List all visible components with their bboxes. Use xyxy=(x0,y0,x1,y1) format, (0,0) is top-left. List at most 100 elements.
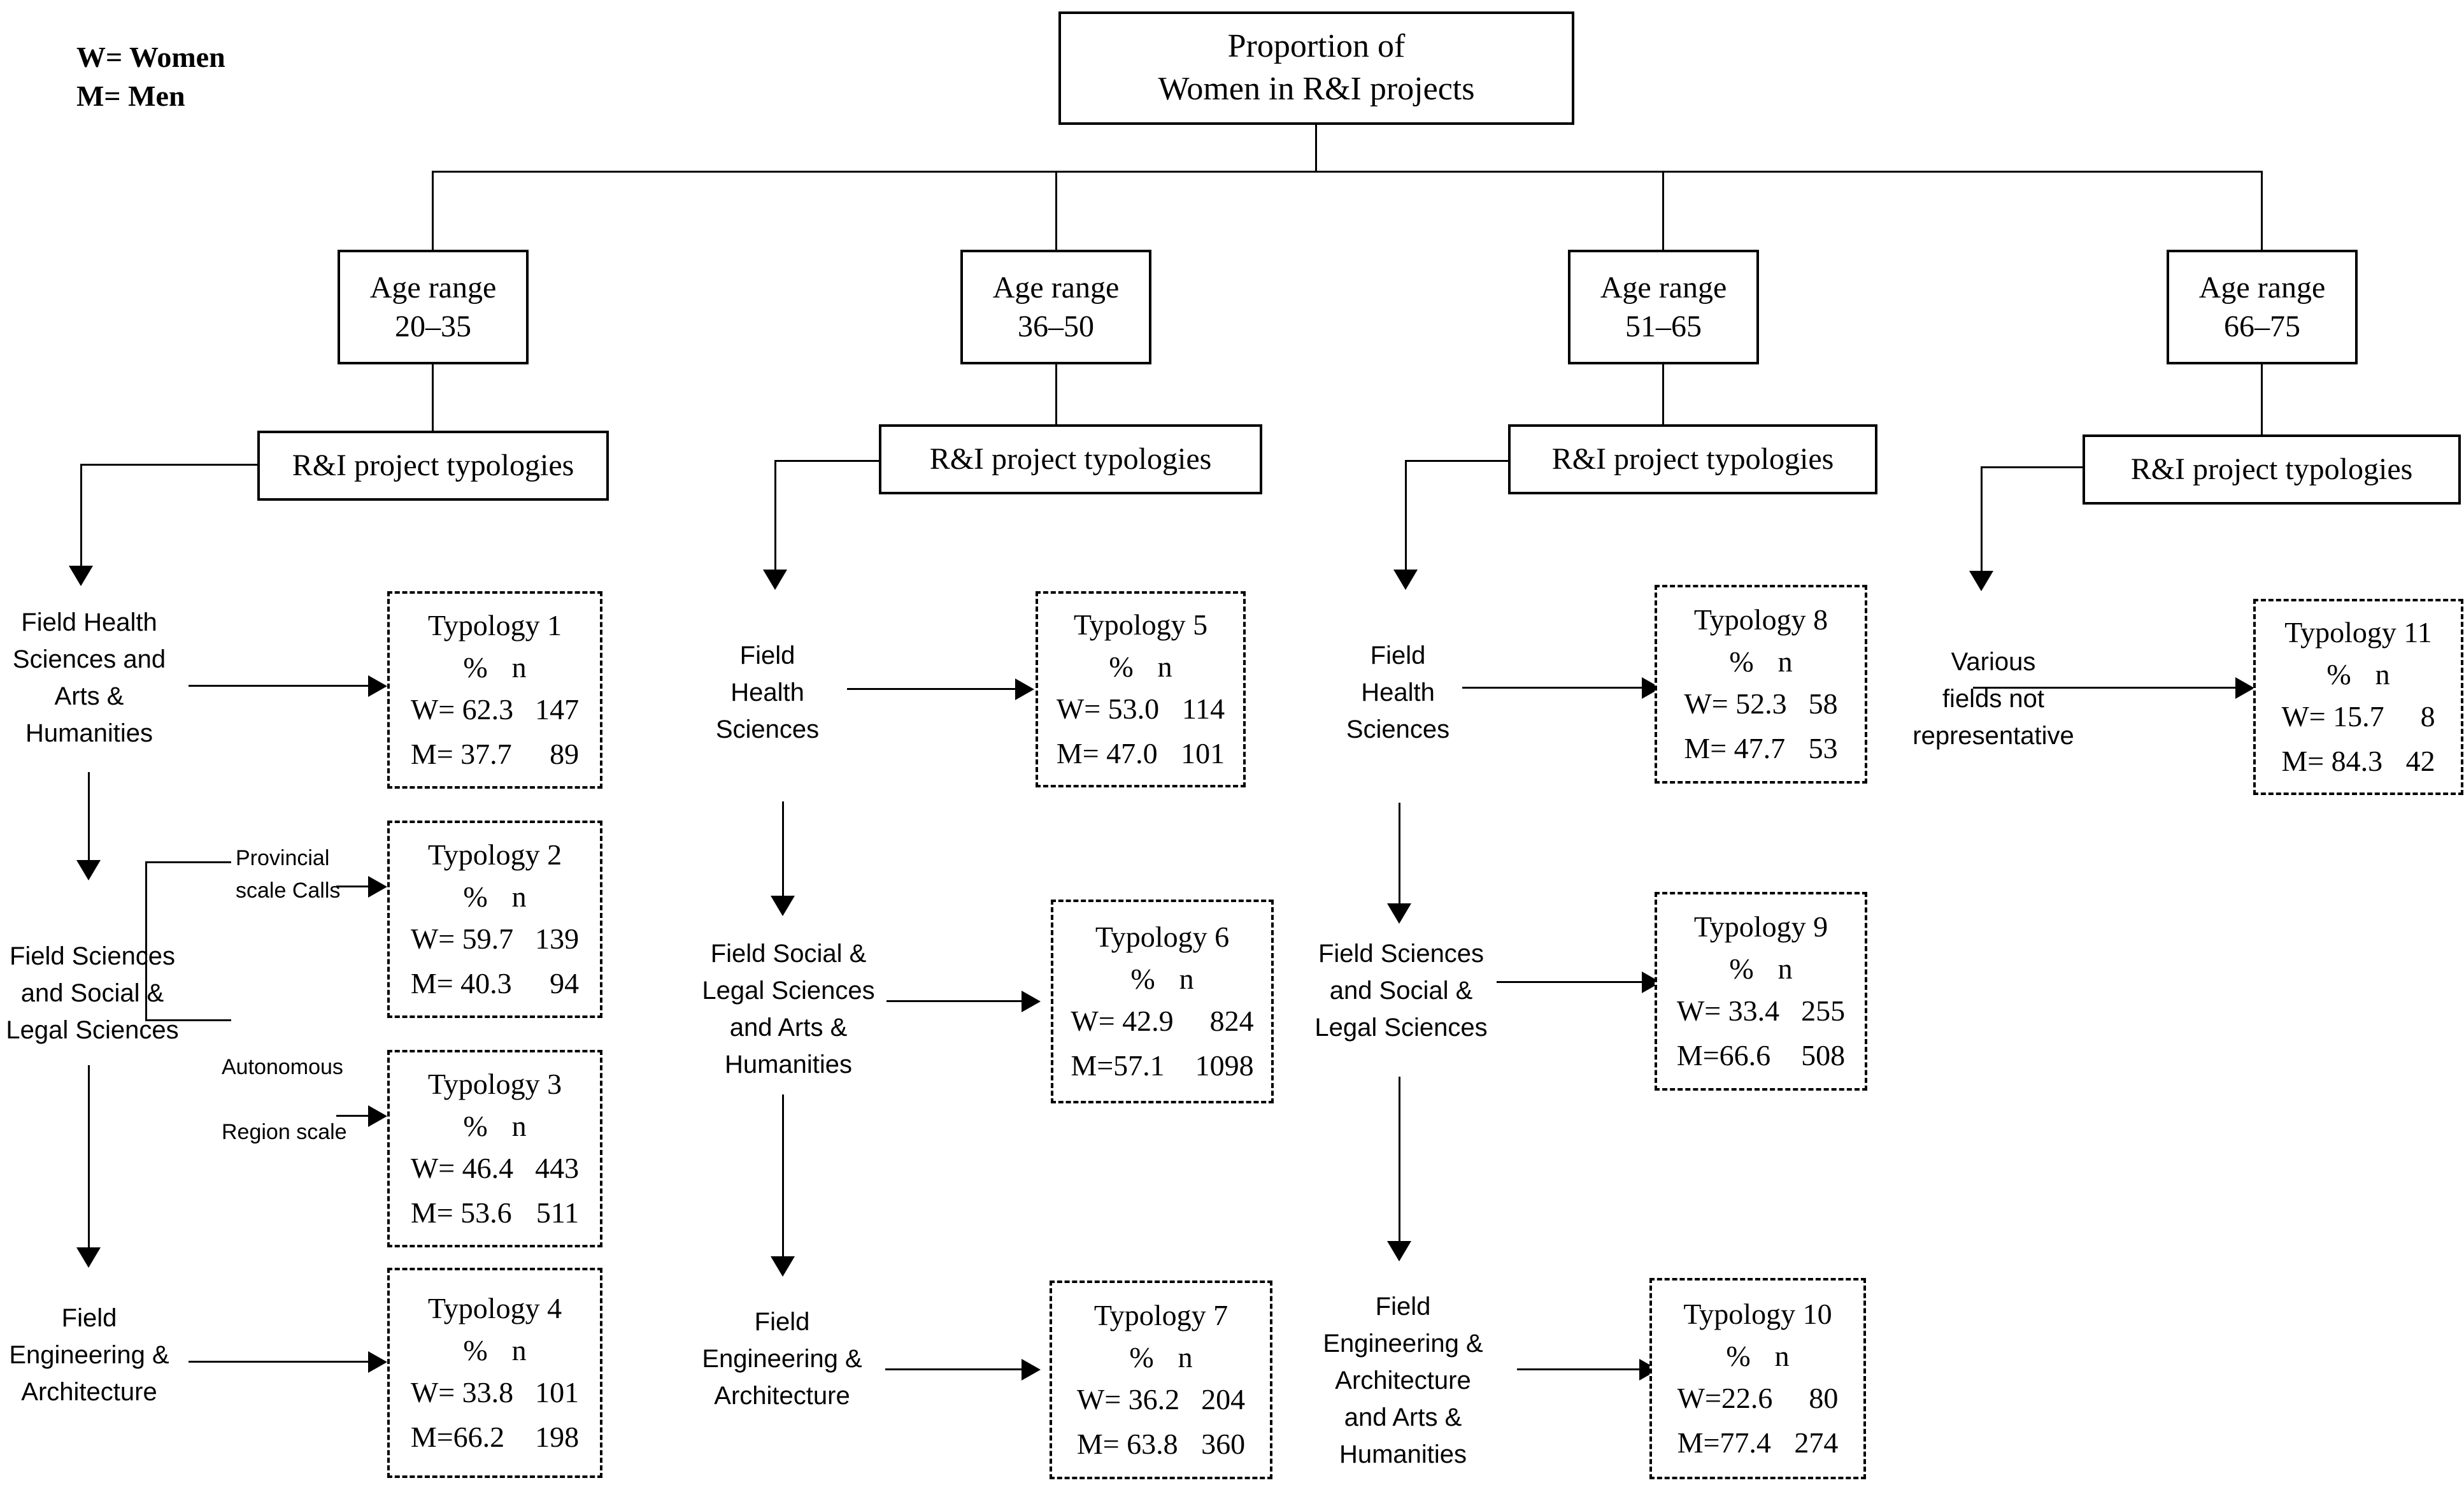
typology-header-n-10: n xyxy=(1774,1340,1790,1373)
arrow-line-c2-t6 xyxy=(887,1000,1028,1002)
arrow-head-c2-t6 xyxy=(1022,991,1041,1012)
typologies-arrow-down-3 xyxy=(1393,570,1418,590)
typology-men-3: M= 53.6 xyxy=(410,1196,512,1229)
field-label-c1-f1: Field Health Sciences and Arts & Humanit… xyxy=(12,608,166,747)
typologies-arrow-down-2 xyxy=(763,570,787,590)
root-stem-line xyxy=(1315,125,1317,172)
typologies-label-1: R&I project typologies xyxy=(292,448,574,483)
arrow-line-c1-t3 xyxy=(336,1115,374,1117)
typology-header-n-8: n xyxy=(1777,645,1793,678)
root-title-box: Proportion of Women in R&I projects xyxy=(1058,11,1574,125)
typology-header-n-9: n xyxy=(1777,952,1793,986)
typology-name-6: Typology 6 xyxy=(1095,921,1230,954)
field-connector-arrow-c1-1 xyxy=(76,860,101,880)
typology-box-3: Typology 3 % n W= 46.4 443 M= 53.6 511 xyxy=(387,1050,602,1247)
typologies-elbow-h-3 xyxy=(1405,460,1509,462)
typology-box-9: Typology 9 % n W= 33.4 255 M=66.6 508 xyxy=(1655,892,1867,1091)
typology-men-2: M= 40.3 xyxy=(410,966,512,1000)
age-to-typologies-stem-4 xyxy=(2261,364,2263,434)
typology-name-5: Typology 5 xyxy=(1073,608,1208,642)
typologies-elbow-h-2 xyxy=(774,460,880,462)
field-connector-c3-1 xyxy=(1399,803,1400,912)
typology-header-n-2: n xyxy=(511,880,527,914)
typology-box-1: Typology 1 % n W= 62.3 147 M= 37.7 89 xyxy=(387,591,602,789)
typologies-box-4: R&I project typologies xyxy=(2083,434,2461,505)
field-label-c3-f3: Field Engineering & Architecture and Art… xyxy=(1323,1293,1483,1468)
typology-header-n-1: n xyxy=(511,651,527,684)
field-connector-arrow-c1-2 xyxy=(76,1247,101,1268)
age-to-typologies-stem-2 xyxy=(1055,364,1057,424)
typology-header-pct-9: % xyxy=(1729,952,1754,986)
typology-name-7: Typology 7 xyxy=(1093,1299,1228,1332)
arrow-line-c1-t4 xyxy=(189,1361,373,1363)
typologies-arrow-down-4 xyxy=(1969,571,1993,591)
typology-women-6: W= 42.9 xyxy=(1071,1005,1174,1037)
typology-name-4: Typology 4 xyxy=(427,1292,562,1325)
field-label-c2-f2: Field Social & Legal Sciences and Arts &… xyxy=(702,940,875,1079)
typology-women-n-6: 824 xyxy=(1209,1005,1254,1037)
typology-men-n-11: 42 xyxy=(2405,744,2435,777)
typology-men-n-8: 53 xyxy=(1808,731,1838,764)
bus-drop-group-3 xyxy=(1662,171,1664,250)
typologies-elbow-v-2 xyxy=(774,460,776,575)
typology-name-1: Typology 1 xyxy=(427,609,562,642)
field-connector-arrow-c2-2 xyxy=(771,1256,795,1277)
typologies-elbow-v-4 xyxy=(1981,466,1983,576)
field-label-c4-f1: Various fields not representative xyxy=(1912,648,2074,750)
typology-men-n-4: 198 xyxy=(535,1420,580,1453)
typology-box-11: Typology 11 % n W= 15.7 8 M= 84.3 42 xyxy=(2253,599,2463,795)
typology-header-pct-10: % xyxy=(1726,1340,1751,1373)
typology-women-n-5: 114 xyxy=(1181,692,1225,725)
typologies-elbow-h-1 xyxy=(80,464,259,466)
field-label-c2-f1: Field Health Sciences xyxy=(715,642,820,743)
typology-box-7: Typology 7 % n W= 36.2 204 M= 63.8 360 xyxy=(1050,1280,1272,1479)
scale-label-autonomous: Autonomous Region scale xyxy=(222,1055,347,1144)
typology-men-9: M=66.6 xyxy=(1676,1038,1771,1072)
arrow-head-c2-t5 xyxy=(1015,678,1034,700)
bus-drop-group-4 xyxy=(2261,171,2263,250)
arrow-head-c4-t11 xyxy=(2235,677,2254,699)
typologies-elbow-v-1 xyxy=(80,464,82,571)
typology-women-n-7: 204 xyxy=(1201,1383,1246,1416)
field-connector-c1-2 xyxy=(88,1065,90,1255)
typologies-elbow-v-3 xyxy=(1405,460,1407,575)
typology-men-n-10: 274 xyxy=(1794,1426,1839,1459)
typology-women-2: W= 59.7 xyxy=(410,922,514,955)
typologies-label-2: R&I project typologies xyxy=(929,442,1212,477)
typology-women-n-4: 101 xyxy=(535,1376,580,1409)
typology-header-n-4: n xyxy=(511,1334,527,1367)
bus-drop-group-1 xyxy=(432,171,434,250)
arrow-head-c2-t7 xyxy=(1022,1359,1041,1381)
typology-men-1: M= 37.7 xyxy=(410,737,512,770)
age-range-box-4: Age range 66–75 xyxy=(2167,250,2358,364)
typology-header-pct-3: % xyxy=(463,1110,488,1143)
typology-women-8: W= 52.3 xyxy=(1684,687,1787,720)
typology-men-8: M= 47.7 xyxy=(1684,731,1786,764)
typology-header-n-5: n xyxy=(1157,650,1172,684)
age-range-box-1: Age range 20–35 xyxy=(338,250,529,364)
typology-header-n-3: n xyxy=(511,1110,527,1143)
typology-men-7: M= 63.8 xyxy=(1076,1427,1178,1460)
typology-name-2: Typology 2 xyxy=(427,838,562,872)
arrow-line-c3-typ8 xyxy=(1462,687,1647,689)
typology-header-pct-8: % xyxy=(1729,645,1754,678)
typology-name-3: Typology 3 xyxy=(427,1068,562,1101)
typology-header-pct-4: % xyxy=(463,1334,488,1367)
age-range-box-2: Age range 36–50 xyxy=(960,250,1151,364)
typology-women-9: W= 33.4 xyxy=(1676,994,1780,1027)
field-connector-c2-2 xyxy=(782,1094,784,1265)
age-range-label-2: Age range 36–50 xyxy=(992,270,1120,343)
distribution-bus-line xyxy=(432,171,2263,173)
arrow-line-c1-t2 xyxy=(336,886,374,887)
arrow-line-c2-t5 xyxy=(847,688,1020,690)
typologies-box-3: R&I project typologies xyxy=(1508,424,1877,494)
field-label-c3-f2: Field Sciences and Social & Legal Scienc… xyxy=(1314,940,1488,1042)
typology-box-8: Typology 8 % n W= 52.3 58 M= 47.7 53 xyxy=(1655,585,1867,784)
arrow-line-c1-t1 xyxy=(189,685,373,687)
age-range-label-4: Age range 66–75 xyxy=(2198,270,2326,343)
field-connector-arrow-c3-2 xyxy=(1387,1241,1411,1261)
typology-women-5: W= 53.0 xyxy=(1056,692,1160,725)
scale-label-provincial: Provincial scale Calls xyxy=(236,846,341,903)
typology-women-10: W=22.6 xyxy=(1677,1382,1773,1414)
legend-abbreviations: W= Women M= Men xyxy=(76,41,225,112)
